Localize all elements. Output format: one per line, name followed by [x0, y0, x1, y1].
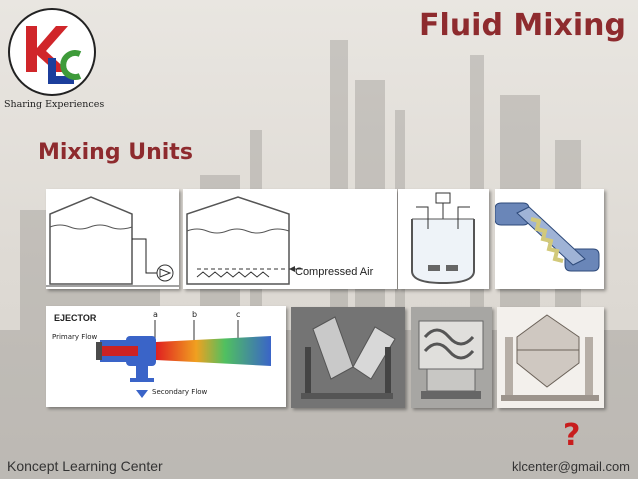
compressed-air-label: Compressed Air	[295, 266, 374, 278]
question-mark: ?	[563, 418, 581, 453]
footer-organization: Koncept Learning Center	[7, 458, 163, 474]
static-mixer-tile	[495, 189, 604, 289]
klc-logo	[6, 6, 98, 98]
slide-title: Fluid Mixing	[419, 8, 626, 43]
v-blender-photo	[291, 307, 405, 408]
air-sparged-tank-tile: Compressed Air	[183, 189, 397, 289]
double-cone-blender-photo	[497, 307, 604, 408]
svg-text:Primary Flow: Primary Flow	[52, 333, 98, 341]
agitated-vessel-tile	[398, 189, 489, 289]
point-b-label: b	[192, 310, 197, 319]
secondary-flow-label: Secondary Flow	[152, 388, 208, 396]
ejector-title: EJECTOR	[54, 313, 97, 323]
logo-tagline: Sharing Experiences	[4, 99, 105, 110]
point-a-label: a	[153, 310, 158, 319]
tank-pump-tile	[46, 189, 179, 289]
point-c-label: c	[236, 310, 240, 319]
slide-subtitle: Mixing Units	[38, 140, 193, 165]
ribbon-blender-photo	[411, 307, 492, 408]
primary-flow-label: Primary Flow	[52, 333, 98, 341]
footer-email: klcenter@gmail.com	[512, 459, 630, 474]
ejector-tile: EJECTOR a b c Primary Flow Secondary Flo…	[46, 306, 286, 407]
